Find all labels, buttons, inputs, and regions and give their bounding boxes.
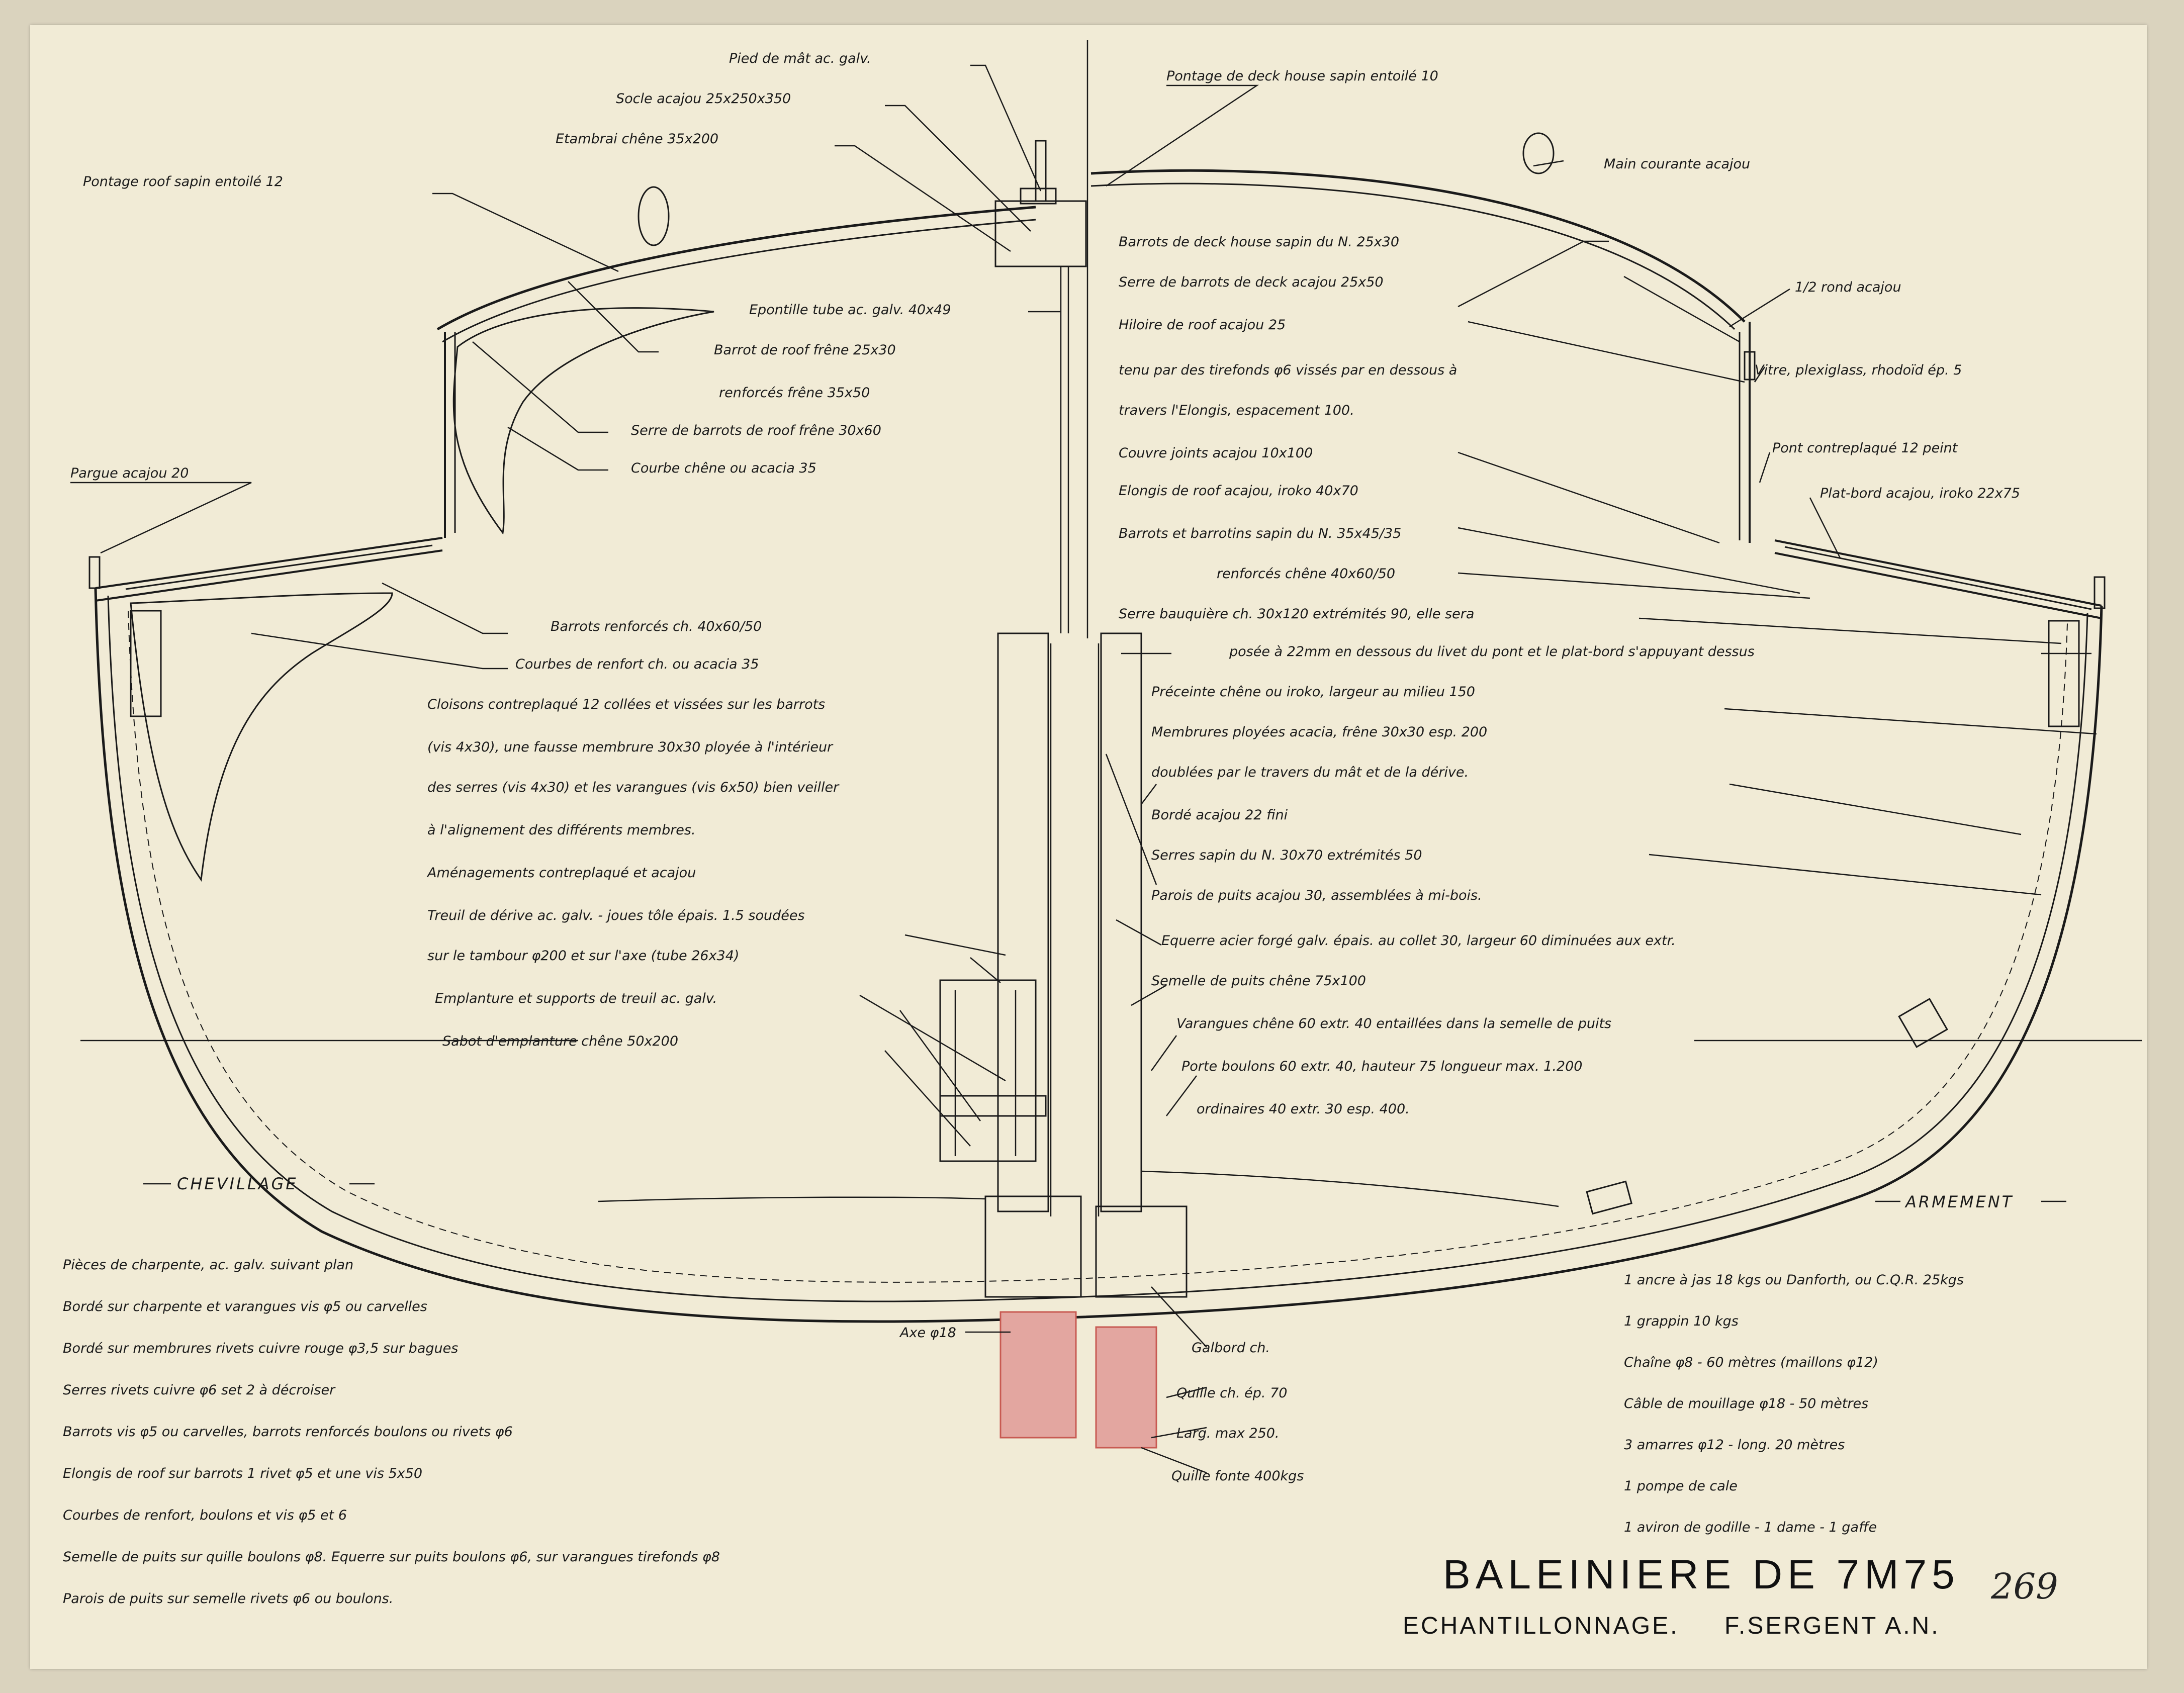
label-center-10: Sabot d'emplanture chêne 50x200 [442, 1033, 678, 1049]
label-right-19: doublées par le travers du mât et de la … [1151, 765, 1469, 780]
label-group-left: Pied de mât ac. galv. Socle acajou 25x250… [70, 51, 951, 481]
label-right-26: Porte boulons 60 extr. 40, hauteur 75 lo… [1181, 1059, 1582, 1074]
label-left-5: Barrot de roof frêne 25x30 [714, 342, 896, 358]
label-right-2: Barrots de deck house sapin du N. 25x30 [1119, 234, 1399, 250]
drawing-author: F.SERGENT A.N. [1724, 1613, 1940, 1639]
label-keel-4: Quille fonte 400kgs [1171, 1468, 1304, 1484]
armement-item: 1 grappin 10 kgs [1624, 1313, 1739, 1329]
label-center-3: (vis 4x30), une fausse membrure 30x30 pl… [427, 739, 834, 755]
label-keel-1: Galbord ch. [1192, 1340, 1270, 1356]
keel-block-right [1095, 1326, 1157, 1449]
chevillage-item: Courbes de renfort, boulons et vis φ5 et… [63, 1508, 347, 1523]
drawing-subtitle: ECHANTILLONNAGE. [1403, 1613, 1679, 1639]
bilge-block-bottom [1586, 1180, 1632, 1215]
armement-item: 3 amarres φ12 - long. 20 mètres [1624, 1437, 1845, 1453]
label-center-7: Treuil de dérive ac. galv. - joues tôle … [427, 908, 805, 923]
label-right-20: Bordé acajou 22 fini [1151, 807, 1288, 823]
deck [88, 537, 2106, 619]
chevillage-item: Parois de puits sur semelle rivets φ6 ou… [63, 1591, 393, 1607]
knee-lower-left [130, 592, 393, 882]
label-left-3: Pontage roof sapin entoilé 12 [83, 174, 283, 190]
label-right-1: Main courante acajou [1604, 156, 1750, 172]
label-right-9: Couvre joints acajou 10x100 [1119, 445, 1313, 461]
label-right-7: travers l'Elongis, espacement 100. [1119, 403, 1354, 418]
label-right-18: Membrures ployées acacia, frêne 30x30 es… [1151, 724, 1487, 740]
label-center-1: Courbes de renfort ch. ou acacia 35 [515, 656, 759, 672]
label-right-3: Serre de barrots de deck acajou 25x50 [1119, 274, 1384, 290]
chevillage-item: Elongis de roof sur barrots 1 rivet φ5 e… [63, 1466, 422, 1481]
label-center-5: à l'alignement des différents membres. [427, 822, 696, 838]
keel-block-left [999, 1311, 1077, 1439]
drawing-title: BALEINIERE DE 7M75 [1443, 1552, 1960, 1597]
label-keel-3: Larg. max 250. [1176, 1426, 1280, 1441]
label-left-8: Courbe chêne ou acacia 35 [631, 460, 816, 476]
armement-item: 1 aviron de godille - 1 dame - 1 gaffe [1624, 1520, 1877, 1535]
label-group-right: Pontage de deck house sapin entoilé 10 Ma… [1119, 68, 2020, 1117]
chevillage-item: Semelle de puits sur quille boulons φ8. … [63, 1549, 720, 1565]
armement-item: 1 ancre à jas 18 kgs ou Danforth, ou C.Q… [1624, 1272, 1964, 1288]
label-right-15: Serre bauquière ch. 30x120 extrémités 90… [1119, 606, 1474, 622]
label-right-0: Pontage de deck house sapin entoilé 10 [1166, 68, 1438, 84]
label-right-23: Equerre acier forgé galv. épais. au coll… [1161, 933, 1676, 949]
title-block: BALEINIERE DE 7M75 ECHANTILLONNAGE. F.SE… [1403, 1552, 2058, 1639]
armement-block: ARMEMENT 1 ancre à jas 18 kgs ou Danfort… [1624, 1192, 2066, 1535]
chevillage-block: CHEVILLAGE Pièces de charpente, ac. galv… [63, 1174, 720, 1607]
label-right-4: 1/2 rond acajou [1795, 279, 1901, 295]
chevillage-item: Pièces de charpente, ac. galv. suivant p… [63, 1257, 353, 1273]
drawing-sheet [30, 25, 2147, 1669]
label-keel-0: Axe φ18 [899, 1325, 956, 1341]
chevillage-item: Bordé sur membrures rivets cuivre rouge … [63, 1341, 458, 1356]
armement-item: Câble de mouillage φ18 - 50 mètres [1624, 1396, 1868, 1412]
label-right-16: posée à 22mm en dessous du livet du pont… [1229, 644, 1755, 660]
chevillage-item: Serres rivets cuivre φ6 set 2 à décroise… [63, 1382, 336, 1398]
label-right-27: ordinaires 40 extr. 30 esp. 400. [1197, 1101, 1410, 1117]
label-right-21: Serres sapin du N. 30x70 extrémités 50 [1151, 848, 1422, 863]
label-right-22: Parois de puits acajou 30, assemblées à … [1151, 888, 1482, 903]
label-left-7: Serre de barrots de roof frêne 30x60 [631, 423, 881, 438]
label-left-0: Pied de mât ac. galv. [729, 51, 871, 66]
label-left-6: renforcés frêne 35x50 [719, 385, 870, 401]
label-left-2: Etambrai chêne 35x200 [556, 131, 718, 147]
label-right-11: Elongis de roof acajou, iroko 40x70 [1119, 483, 1358, 499]
label-center-2: Cloisons contreplaqué 12 collées et viss… [427, 697, 825, 712]
deckhouse [436, 132, 1756, 633]
label-left-4: Epontille tube ac. galv. 40x49 [749, 302, 951, 318]
label-right-12: Plat-bord acajou, iroko 22x75 [1820, 486, 2020, 501]
label-right-13: Barrots et barrotins sapin du N. 35x45/3… [1119, 526, 1401, 541]
armement-item: 1 pompe de cale [1624, 1478, 1738, 1494]
label-right-5: Hiloire de roof acajou 25 [1119, 317, 1286, 333]
label-left-9: Pargue acajou 20 [70, 465, 189, 481]
label-center-9: Emplanture et supports de treuil ac. gal… [435, 991, 717, 1006]
label-right-17: Préceinte chêne ou iroko, largeur au mil… [1151, 684, 1475, 700]
sheet-number: 269 [1990, 1566, 2058, 1607]
label-right-24: Semelle de puits chêne 75x100 [1151, 973, 1366, 989]
label-right-10: Pont contreplaqué 12 peint [1772, 440, 1958, 456]
armement-heading: ARMEMENT [1904, 1192, 2014, 1211]
label-center-0: Barrots renforcés ch. 40x60/50 [551, 619, 762, 634]
leader-lines [70, 64, 2097, 1474]
label-right-8: Vitre, plexiglass, rhodoïd ép. 5 [1755, 362, 1962, 378]
centerboard-trunk [598, 632, 1559, 1298]
clamp-left [130, 610, 162, 717]
label-right-6: tenu par des tirefonds φ6 vissés par en … [1119, 362, 1457, 378]
label-center-6: Aménagements contreplaqué et acajou [426, 865, 696, 881]
chevillage-item: Barrots vis φ5 ou carvelles, barrots ren… [63, 1424, 513, 1440]
label-left-1: Socle acajou 25x250x350 [616, 91, 791, 107]
bilge-block-right [1898, 998, 1948, 1048]
label-right-25: Varangues chêne 60 extr. 40 entaillées d… [1176, 1016, 1611, 1031]
label-center-4: des serres (vis 4x30) et les varangues (… [427, 780, 840, 795]
clamp-right [2048, 620, 2080, 727]
label-keel-2: Quille ch. ép. 70 [1176, 1385, 1287, 1401]
chevillage-heading: CHEVILLAGE [177, 1174, 298, 1193]
label-right-14: renforcés chêne 40x60/50 [1217, 566, 1395, 582]
chevillage-item: Bordé sur charpente et varangues vis φ5 … [63, 1299, 427, 1314]
armement-item: Chaîne φ8 - 60 mètres (maillons φ12) [1624, 1355, 1878, 1370]
knee-left [452, 307, 714, 535]
label-center-8: sur le tambour φ200 et sur l'axe (tube 2… [427, 948, 739, 964]
